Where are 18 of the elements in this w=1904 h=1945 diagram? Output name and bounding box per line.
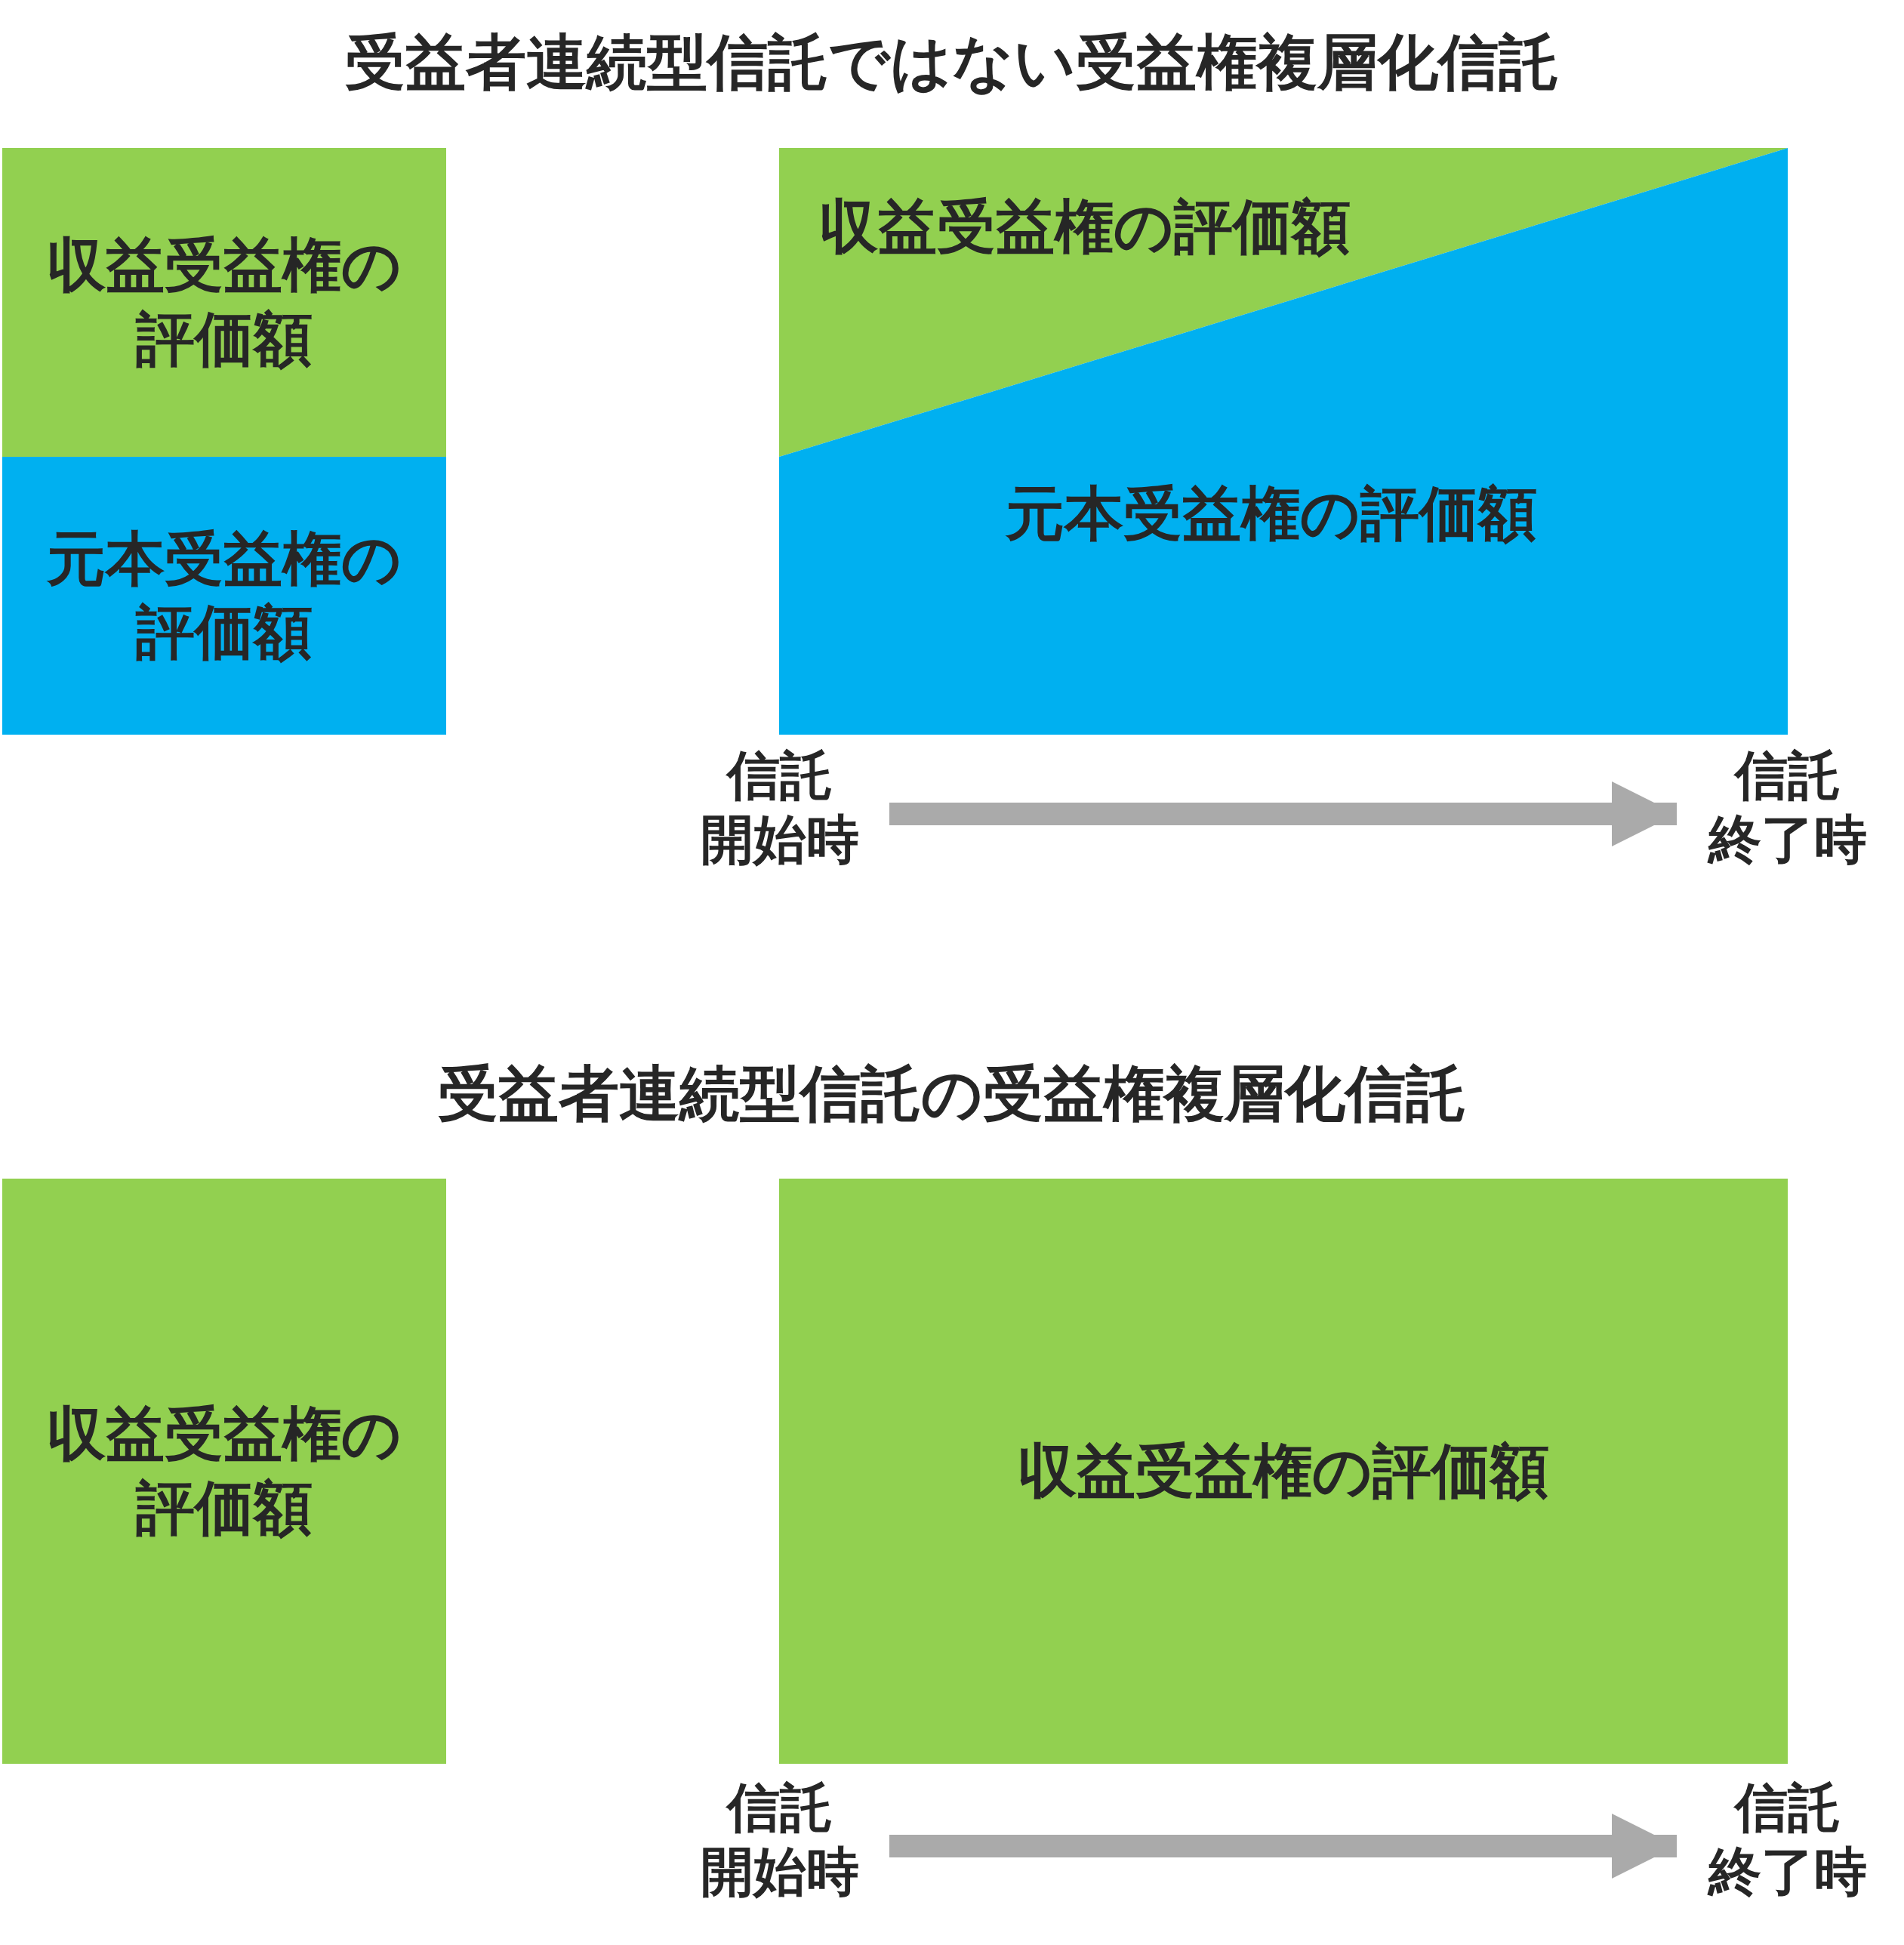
box-label: 元本受益権の評価額 xyxy=(46,523,402,667)
value-box xyxy=(2,1179,446,1764)
arrow xyxy=(889,781,1677,846)
box-label: 収益受益権の評価額 xyxy=(46,1399,402,1543)
box-label: 収益受益権の評価額 xyxy=(1018,1435,1549,1506)
value-box xyxy=(2,148,446,457)
area-label: 収益受益権の評価額 xyxy=(819,192,1351,262)
time-label: 信託終了時 xyxy=(1677,744,1899,873)
time-label: 信託開始時 xyxy=(670,1776,889,1905)
value-box xyxy=(779,1179,1788,1764)
box-label: 収益受益権の評価額 xyxy=(46,230,402,375)
time-label: 信託開始時 xyxy=(670,744,889,873)
heading: 受益者連続型信託ではない受益権複層化信託 xyxy=(345,27,1559,97)
value-box xyxy=(2,457,446,735)
area-label: 元本受益権の評価額 xyxy=(1006,479,1537,549)
arrow xyxy=(889,1814,1677,1879)
time-label: 信託終了時 xyxy=(1677,1776,1899,1905)
heading: 受益者連続型信託の受益権複層化信託 xyxy=(438,1059,1466,1129)
